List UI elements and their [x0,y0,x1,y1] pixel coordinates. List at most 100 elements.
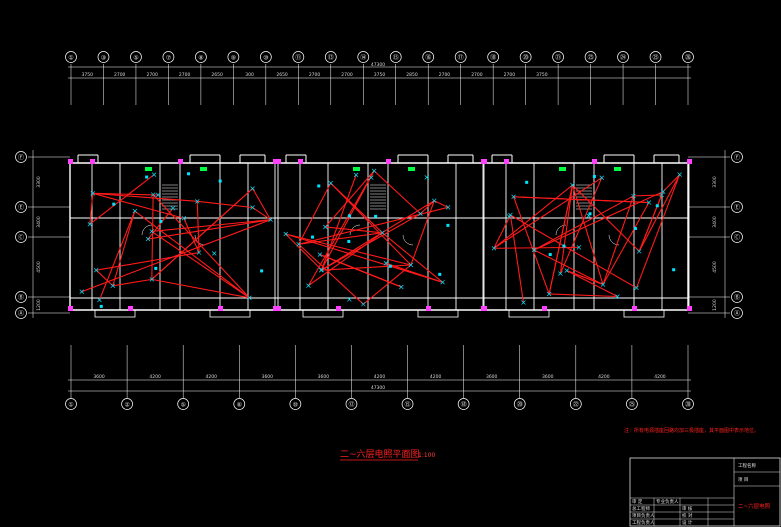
title-block-cell: 审 核 [682,505,693,512]
wire [362,264,412,305]
wire [493,184,573,249]
wire [566,270,604,286]
lamp-fixture [347,297,352,302]
lamp-fixture [283,231,288,237]
dim-label-bottom: 3600 [262,374,274,380]
wire [152,194,250,299]
axis-bubble-top [519,51,532,63]
building-walls [69,154,690,318]
socket [562,244,566,248]
dim-label-bottom: 3600 [486,374,498,380]
dim-label-left: 3400 [36,216,42,228]
distribution-panel [276,306,281,311]
wire [95,269,114,287]
lamp-fixture [268,217,273,222]
axis-label-top: ⑬ [328,54,334,62]
balcony [94,309,136,318]
balcony [623,309,665,318]
lamp-fixture [181,215,187,221]
axis-label-left: Ⓒ [18,234,24,242]
dim-label-bottom: 4200 [374,374,386,380]
axis-label-bottom: ⑮ [405,401,411,409]
axis-bubble-top [227,51,240,63]
lamp-fixture [150,192,156,197]
axis-label-right: Ⓕ [734,154,740,162]
axis-label-top: ⑮ [393,54,399,62]
wire [571,184,604,285]
wire [533,191,664,251]
socket [525,180,529,184]
wire [493,177,603,249]
lamp-fixture [546,291,552,297]
socket [633,227,637,231]
lamp-fixture [196,250,202,255]
axis-label-top: ⑰ [458,54,464,62]
wire [151,188,253,280]
axis-bubble-top [649,51,662,63]
title-block-project-label: 工程名称 [738,462,756,469]
lamp-fixture [90,191,96,196]
distribution-panel [90,159,95,164]
axis-bubble-top [324,51,337,63]
wire [151,194,154,280]
distribution-panel [504,159,509,164]
wire [510,214,637,289]
axis-label-right: Ⓐ [734,310,740,318]
distribution-panel [482,306,487,311]
axis-label-top: ⑱ [490,54,496,62]
dim-label-top: 2700 [504,72,516,78]
axis-bubble-left [15,201,27,213]
wire [96,252,200,271]
lamp-fixture [383,260,389,266]
lamp-fixture [306,283,311,288]
wire [533,249,604,285]
axis-bubble-top [454,51,467,63]
green-box [408,167,415,171]
green-box [145,167,152,171]
axis-label-top: ⑧ [198,55,203,62]
lamp-fixture [600,282,606,287]
axis-bubble-bottom [233,398,246,410]
door-arc [608,234,620,246]
dim-label-top: 300 [245,72,254,78]
dim-label-left: 1200 [36,299,42,311]
distribution-panel [482,159,487,164]
axis-bubble-bottom [626,398,638,410]
wire [298,243,364,305]
axis-bubble-top [487,51,500,63]
dim-label-top: 3750 [374,72,386,78]
lamp-fixture [296,241,301,247]
lamp-fixture [558,271,563,276]
wire [98,210,136,301]
wire [566,270,618,297]
axis-label-top: ㉖ [685,54,691,62]
axis-bubble-right [731,201,743,213]
lamp-fixture [97,297,102,303]
door-arc [141,224,153,236]
fixtures-layer [68,159,692,311]
wire [324,170,375,228]
axis-label-left: Ⓐ [18,310,24,318]
axis-bubble-left [15,307,27,319]
wire [533,195,634,251]
dim-label-top: 2700 [471,72,483,78]
dim-label-right: 3300 [712,176,718,188]
lamp-fixture [570,182,575,188]
balcony [508,309,550,318]
axis-label-bottom: ② [124,402,130,409]
lamp-fixture [250,205,255,210]
overall-dimension-top: 47300 [371,62,385,68]
wire [92,192,198,202]
wire [92,192,184,219]
dim-label-top: 2700 [146,72,158,78]
wire [298,232,383,245]
green-box [200,167,207,171]
green-box [559,167,566,171]
dim-label-top: 2700 [114,72,126,78]
axis-bubble-top [357,51,370,63]
axis-label-bottom: ⑧ [237,402,242,409]
lamp-fixture [211,251,217,256]
socket [672,268,676,272]
wire [549,293,618,298]
